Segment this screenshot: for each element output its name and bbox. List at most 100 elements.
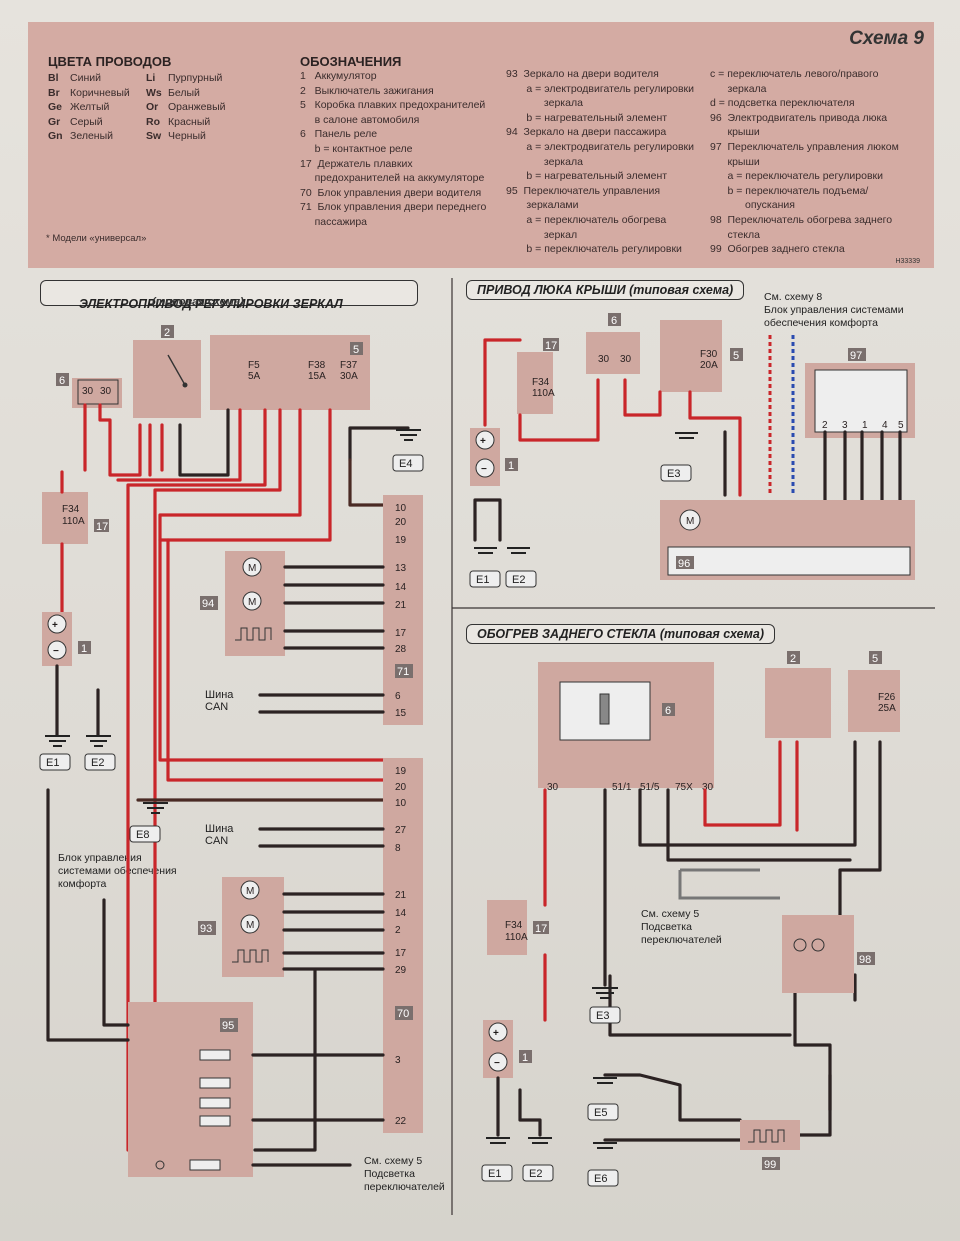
svg-text:F34: F34	[505, 920, 523, 931]
svg-text:5: 5	[353, 344, 359, 356]
scheme-title: Схема 9	[849, 28, 924, 49]
svg-text:5: 5	[872, 653, 878, 665]
ground-label-e1-rear: E1	[488, 1168, 501, 1180]
svg-text:F30: F30	[700, 349, 718, 360]
svg-text:15: 15	[395, 708, 407, 719]
ignition-switch-2-left: 2	[133, 325, 201, 418]
svg-text:20A: 20A	[700, 360, 718, 371]
rear-switch-98: 98	[782, 915, 875, 993]
svg-text:F34: F34	[532, 377, 550, 388]
ground-label-e1-left: E1	[46, 757, 59, 769]
svg-text:21: 21	[395, 600, 407, 611]
wire-color-name: Красный	[168, 115, 211, 128]
svg-text:M: M	[248, 563, 256, 574]
universal-footnote: * Модели «универсал»	[46, 233, 147, 244]
svg-text:17: 17	[545, 340, 557, 352]
svg-text:110A: 110A	[505, 932, 528, 943]
svg-text:27: 27	[395, 825, 407, 836]
svg-text:15A: 15A	[308, 371, 326, 382]
svg-text:−: −	[481, 464, 487, 475]
svg-text:14: 14	[395, 908, 407, 919]
svg-text:2: 2	[822, 420, 828, 431]
svg-text:F38: F38	[308, 360, 326, 371]
rear-heater-99: 99	[740, 1120, 800, 1171]
svg-text:5: 5	[733, 350, 739, 362]
designations-heading: ОБОЗНАЧЕНИЯ	[300, 54, 402, 69]
ground-label-e8: E8	[136, 829, 149, 841]
svg-text:F37: F37	[340, 360, 358, 371]
svg-text:6: 6	[395, 691, 401, 702]
wire-color-name: Пурпурный	[168, 72, 223, 84]
svg-text:30: 30	[620, 354, 632, 365]
ground-label-e2-sunroof: E2	[512, 574, 525, 586]
ground-label-e2-left: E2	[91, 757, 104, 769]
designations-col1: 1 Аккумулятор 2 Выключатель зажигания 5 …	[300, 70, 487, 228]
svg-text:98: 98	[859, 954, 871, 966]
svg-text:3: 3	[842, 420, 848, 431]
svg-text:M: M	[686, 516, 694, 527]
svg-text:−: −	[53, 646, 59, 657]
svg-text:30A: 30A	[340, 371, 358, 382]
wire-color-code: Bl	[48, 72, 59, 84]
svg-text:19: 19	[395, 766, 407, 777]
sunroof-section-title: ПРИВОД ЛЮКА КРЫШИ (типовая схема)	[466, 280, 745, 300]
mirror-94: M M 94	[200, 551, 285, 656]
svg-text:25A: 25A	[878, 703, 896, 714]
svg-text:17: 17	[96, 521, 108, 533]
svg-text:20: 20	[395, 517, 407, 528]
ground-label-e3-rear: E3	[596, 1010, 609, 1022]
wire-color-name: Черный	[168, 130, 206, 143]
svg-text:1: 1	[862, 420, 868, 431]
ground-symbols-left	[45, 429, 421, 814]
ground-label-e6: E6	[594, 1173, 607, 1185]
wire-color-name: Коричневый	[70, 86, 130, 99]
svg-text:99: 99	[764, 1159, 776, 1171]
svg-text:17: 17	[395, 628, 407, 639]
svg-text:17: 17	[395, 948, 407, 959]
wire-color-code: Li	[146, 72, 156, 84]
designations-col2: 93 Зеркало на двери водителя a = электро…	[506, 68, 695, 256]
svg-text:110A: 110A	[532, 388, 555, 399]
rear-window-section-title: ОБОГРЕВ ЗАДНЕГО СТЕКЛА (типовая схема)	[466, 624, 775, 644]
svg-text:30: 30	[547, 782, 559, 793]
svg-text:30: 30	[82, 386, 94, 397]
svg-text:17: 17	[535, 923, 547, 935]
svg-text:6: 6	[665, 705, 671, 717]
svg-text:94: 94	[202, 598, 214, 610]
mirrors-subtitle: (типовая схема)	[152, 296, 244, 308]
figure-code: H33339	[895, 258, 920, 265]
svg-text:13: 13	[395, 563, 407, 574]
svg-text:6: 6	[59, 375, 65, 387]
svg-text:1: 1	[81, 643, 87, 655]
wire-colors-heading: ЦВЕТА ПРОВОДОВ	[48, 54, 172, 69]
svg-text:1: 1	[522, 1052, 528, 1064]
wire-color-code: Gr	[48, 115, 61, 128]
svg-text:8: 8	[395, 843, 401, 854]
can-bus-label-71: Шина CAN	[205, 689, 234, 713]
ground-label-e5: E5	[594, 1107, 607, 1119]
svg-text:−: −	[494, 1058, 500, 1069]
ground-label-e4: E4	[399, 458, 412, 470]
svg-text:28: 28	[395, 644, 407, 655]
mirror-switch-95: 95	[128, 1002, 253, 1177]
mirrors-section-title: ЭЛЕКТРОПРИВОД РЕГУЛИРОВКИ ЗЕРКАЛ	[40, 280, 418, 311]
wire-color-name: Серый	[70, 115, 103, 128]
svg-text:+: +	[52, 620, 58, 631]
svg-text:6: 6	[611, 315, 617, 327]
svg-text:M: M	[246, 920, 254, 931]
svg-text:95: 95	[222, 1020, 234, 1032]
svg-text:71: 71	[397, 666, 409, 678]
ground-label-e1-sunroof: E1	[476, 574, 489, 586]
wire-color-code: Gn	[48, 130, 63, 143]
svg-text:2: 2	[164, 327, 170, 339]
svg-text:30: 30	[598, 354, 610, 365]
